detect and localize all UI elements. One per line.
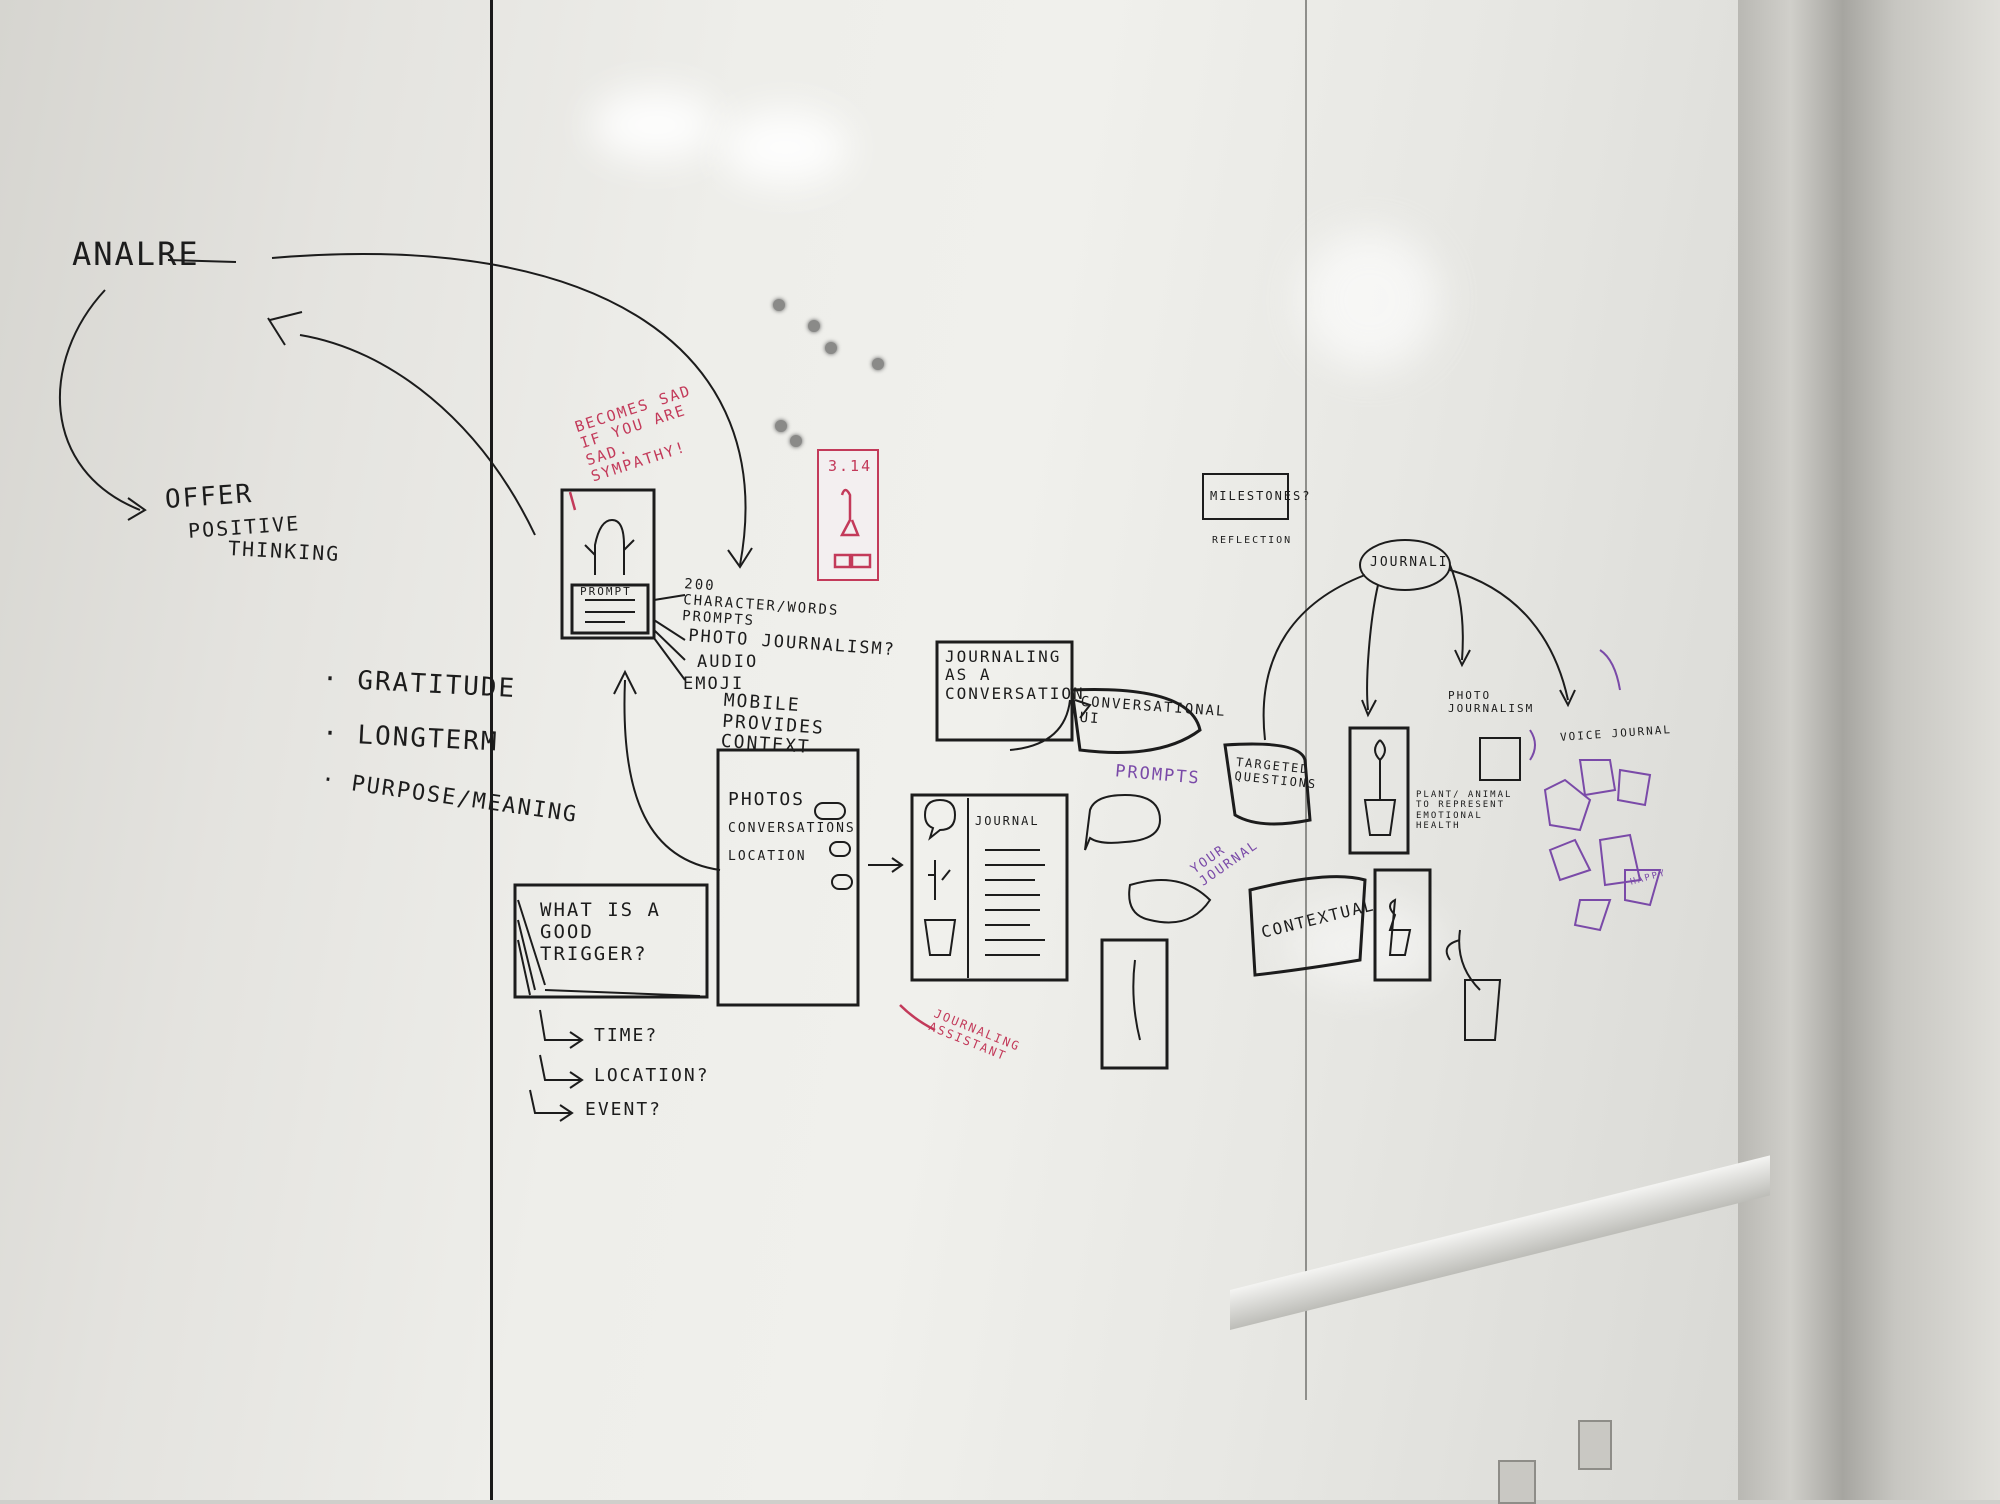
offer-label: OFFER	[163, 478, 255, 516]
analyze-label: ANALRE	[72, 235, 200, 273]
magnet	[773, 299, 785, 311]
journal-card-title: JOURNAL	[975, 814, 1040, 828]
light-glare	[590, 90, 720, 160]
context-panel	[716, 748, 860, 1007]
light-glare	[1300, 230, 1440, 370]
photo-journalism-label: PHOTO JOURNALISM	[1448, 689, 1535, 715]
context-conversations: CONVERSATIONS	[728, 821, 856, 836]
journal-card	[910, 793, 1069, 982]
arrow-to-phone	[623, 679, 721, 871]
targeted-box	[1223, 742, 1312, 826]
wall-outlet	[1498, 1460, 1536, 1504]
conversation-headline: JOURNALING AS A CONVERSATION	[945, 647, 1085, 703]
arrow-to-analyze	[299, 334, 536, 536]
magnet	[825, 342, 837, 354]
plant-sketch	[1348, 726, 1410, 855]
trigger-time: TIME?	[594, 1025, 659, 1046]
feature-emoji: EMOJI	[683, 674, 745, 694]
phone-sketch-frame	[560, 488, 656, 640]
context-location: LOCATION	[728, 849, 807, 864]
context-photos: PHOTOS	[728, 789, 806, 810]
magnet	[790, 435, 802, 447]
plant-animal-label: PLANT/ ANIMAL TO REPRESENT EMOTIONAL HEA…	[1416, 790, 1513, 832]
feature-audio: AUDIO	[697, 652, 759, 672]
prompt-label: PROMPT	[580, 585, 632, 598]
light-glare	[720, 110, 850, 185]
magnet	[808, 320, 820, 332]
trigger-box	[513, 883, 709, 999]
wall-outlet	[1578, 1420, 1612, 1470]
sticky-note	[817, 449, 879, 581]
board-seam	[1305, 0, 1307, 1400]
trigger-event: EVENT?	[585, 1099, 663, 1120]
journal-hub-label: JOURNALI	[1370, 555, 1449, 570]
arrow-to-prompts	[271, 253, 747, 566]
board-seam	[490, 0, 493, 1500]
contextual-box	[1248, 875, 1367, 977]
magnet	[872, 358, 884, 370]
arrow-to-offer	[58, 289, 141, 511]
wall-trim	[1738, 0, 2000, 1500]
reflection-label: REFLECTION	[1212, 535, 1293, 546]
milestones-label: MILESTONES?	[1210, 489, 1312, 503]
milestones-box	[1202, 473, 1289, 520]
trigger-location: LOCATION?	[594, 1065, 710, 1086]
trigger-question: WHAT IS A GOOD TRIGGER?	[540, 899, 661, 965]
mobile-context-label: MOBILE PROVIDES CONTEXT	[720, 689, 826, 759]
light-glare	[1290, 900, 1440, 990]
magnet	[775, 420, 787, 432]
sticky-note-label: 3.14	[828, 457, 873, 475]
